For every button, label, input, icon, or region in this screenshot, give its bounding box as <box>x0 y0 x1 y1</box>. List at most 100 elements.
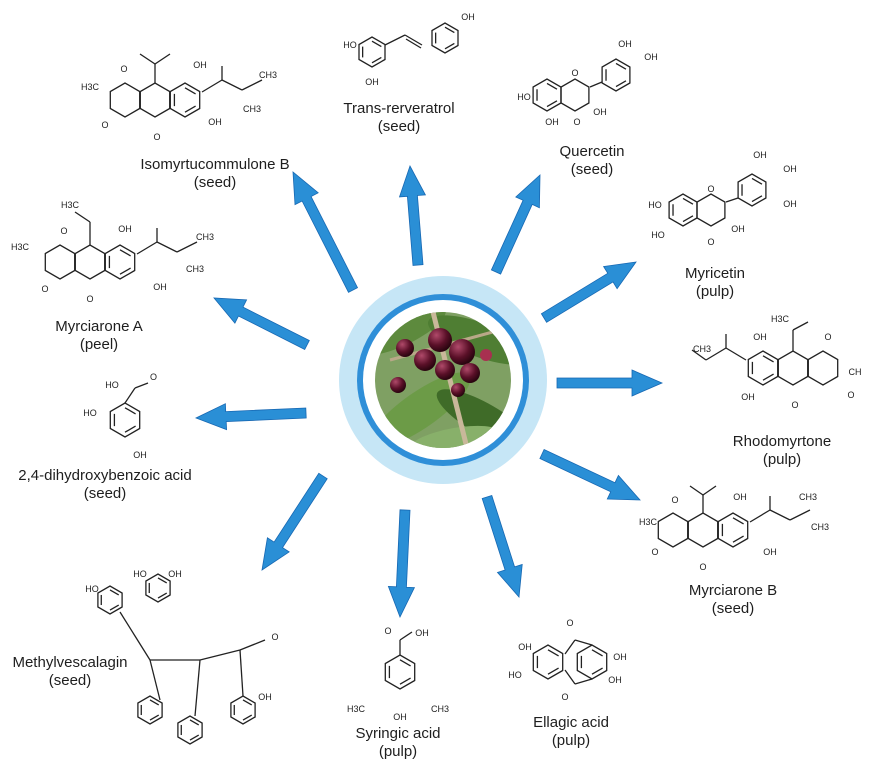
atom-label: CH3 <box>243 104 261 114</box>
atom-label: O <box>101 120 108 130</box>
compound-source: (pulp) <box>695 283 735 300</box>
compound-name: Ellagic acid <box>533 714 609 731</box>
arrow-syringic <box>387 509 416 619</box>
arrows-group <box>194 164 664 619</box>
atom-label: OH <box>763 547 777 557</box>
atom-label: H3C <box>61 200 80 210</box>
arrow-rhodomyrtone <box>556 369 664 397</box>
atom-label: OH <box>193 60 207 70</box>
compound-name: Syringic acid <box>355 725 441 742</box>
atom-label: OH <box>644 52 658 62</box>
atom-label: O <box>707 184 714 194</box>
compound-source: (pulp) <box>762 451 802 468</box>
atom-label: O <box>153 132 160 142</box>
atom-label: OH <box>731 224 745 234</box>
caption-rhodomyrtone: Rhodomyrtone (pulp) <box>733 433 831 469</box>
atom-label: OH <box>741 392 755 402</box>
atom-label: O <box>384 626 391 636</box>
arrow-isomyrtucommulone-b <box>292 171 359 293</box>
atom-label: CH3 <box>431 704 449 714</box>
atom-label: CH3 <box>811 522 829 532</box>
arrow-myricetin <box>540 261 637 323</box>
atom-label: HO <box>648 200 662 210</box>
atom-label: O <box>847 390 854 400</box>
compound-source: (seed) <box>193 174 237 191</box>
arrow-myrciarone-b <box>539 448 641 501</box>
atom-label: H3C <box>771 314 790 324</box>
atom-label: CH3 <box>186 264 204 274</box>
caption-isomyrtucommulone-b: Isomyrtucommulone B (seed) <box>140 156 289 192</box>
arrow-quercetin <box>490 174 541 275</box>
atom-label: OH <box>461 12 475 22</box>
atom-label: O <box>561 692 568 702</box>
atom-label: OH <box>208 117 222 127</box>
atom-label: OH <box>365 77 379 87</box>
atom-label: HO <box>651 230 665 240</box>
atom-label: OH <box>168 569 182 579</box>
atom-label: OH <box>753 150 767 160</box>
atom-label: HO <box>85 584 99 594</box>
compound-source: (peel) <box>79 336 119 353</box>
atom-label: OH <box>608 675 622 685</box>
atom-label: CH3 <box>259 70 277 80</box>
atom-label: OH <box>415 628 429 638</box>
arrow-trans-resveratrol <box>398 164 427 266</box>
compound-source: (seed) <box>711 600 755 617</box>
compound-name: Quercetin <box>559 143 625 160</box>
atom-label: HO <box>105 380 119 390</box>
arrow-ellagic <box>481 494 523 598</box>
atom-label: OH <box>613 652 627 662</box>
compound-name: Myricetin <box>684 265 746 282</box>
caption-myrciarone-b: Myrciarone B (seed) <box>689 582 777 618</box>
atom-label: O <box>571 68 578 78</box>
fruit-photo <box>375 312 511 448</box>
compound-source: (pulp) <box>378 743 418 760</box>
compound-name: Methylvescalagin <box>12 654 128 671</box>
atom-label: OH <box>783 164 797 174</box>
atom-label: OH <box>783 199 797 209</box>
atom-label: O <box>41 284 48 294</box>
caption-trans-resveratrol: Trans-rerveratrol (seed) <box>343 100 454 136</box>
atom-label: OH <box>118 224 132 234</box>
atom-label: OH <box>593 107 607 117</box>
atom-label: OH <box>393 712 407 722</box>
atom-label: O <box>60 226 67 236</box>
atom-label: OH <box>545 117 559 127</box>
compound-source: (seed) <box>48 672 92 689</box>
atom-label: OH <box>733 492 747 502</box>
atom-label: OH <box>133 450 147 460</box>
arrow-dihydroxybenzoic <box>194 403 307 431</box>
atom-label: H3C <box>347 704 366 714</box>
structure-trans-resveratrol: HO OH OH <box>343 12 475 87</box>
compound-source: (pulp) <box>551 732 591 749</box>
atom-label: H3C <box>11 242 30 252</box>
compound-name: Trans-rerveratrol <box>343 100 455 117</box>
caption-methylvescalagin: Methylvescalagin (seed) <box>12 654 127 690</box>
atom-label: O <box>86 294 93 304</box>
atom-label: HO <box>83 408 97 418</box>
atom-label: O <box>791 400 798 410</box>
atom-label: O <box>120 64 127 74</box>
compound-name: Isomyrtucommulone B <box>140 156 290 173</box>
atom-label: O <box>566 618 573 628</box>
compound-name: Rhodomyrtone <box>732 433 832 450</box>
atom-label: OH <box>153 282 167 292</box>
atom-label: OH <box>618 39 632 49</box>
atom-label: H3C <box>639 517 658 527</box>
arrow-myrciarone-a <box>213 297 310 351</box>
caption-ellagic: Ellagic acid (pulp) <box>533 714 609 750</box>
caption-quercetin: Quercetin (seed) <box>559 143 624 179</box>
compound-source: (seed) <box>377 118 421 135</box>
atom-label: HO <box>343 40 357 50</box>
atom-label: OH <box>518 642 532 652</box>
